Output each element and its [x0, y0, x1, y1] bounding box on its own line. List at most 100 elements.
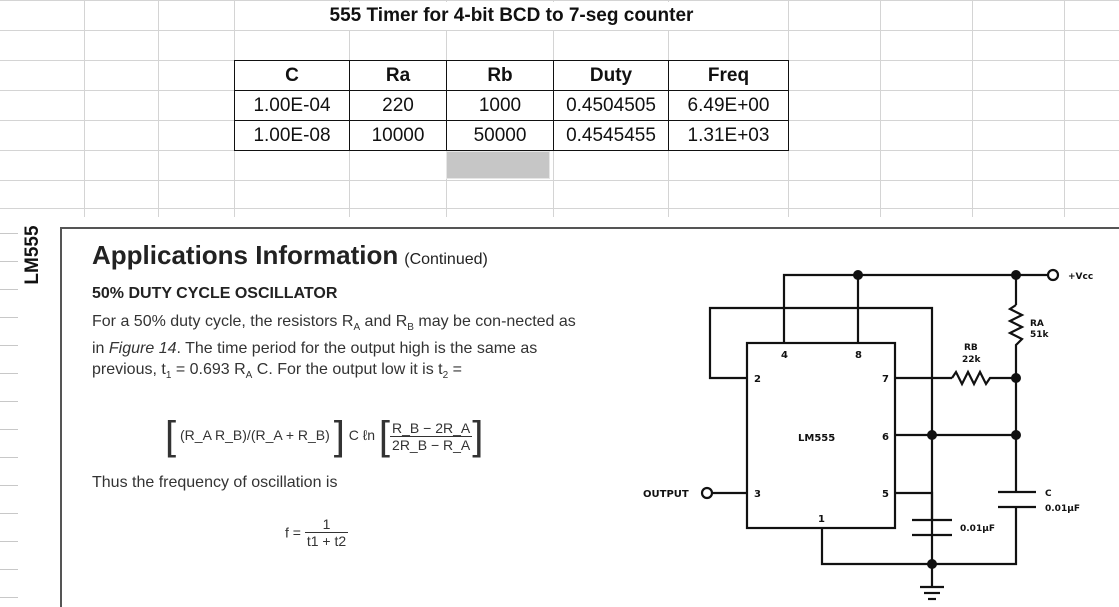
- junction-dot: [927, 559, 937, 569]
- sheet-title[interactable]: 555 Timer for 4-bit BCD to 7-seg counter: [235, 2, 788, 30]
- bracket: [: [378, 414, 391, 458]
- numerator: 1: [304, 516, 349, 533]
- ctrl-cap-value: 0.01μF: [960, 524, 995, 534]
- header-cell-rb[interactable]: Rb: [446, 60, 554, 91]
- table-row: 1.00E-08 10000 50000 0.4545455 1.31E+03: [234, 120, 789, 151]
- text: = 0.693 R: [171, 361, 246, 379]
- ground-wire: [820, 528, 934, 587]
- bracket: [: [165, 414, 177, 458]
- eq-left: (R_A R_B)/(R_A + R_B): [180, 427, 330, 444]
- margin-tick: [0, 261, 18, 262]
- rb-resistor: [951, 369, 1016, 387]
- grid-line: [0, 208, 1119, 209]
- margin-tick: [0, 569, 18, 570]
- pin-7-label: 7: [882, 374, 889, 385]
- margin-tick: [0, 429, 18, 430]
- pin-2-label: 2: [754, 374, 761, 385]
- text: and R: [360, 313, 408, 330]
- vcc-terminal-icon: [1046, 268, 1060, 282]
- text: For a 50% duty cycle, the resistors R: [92, 313, 354, 330]
- margin-tick: [0, 401, 18, 402]
- timer-table: C Ra Rb Duty Freq 1.00E-04 220 1000 0.45…: [234, 60, 789, 151]
- junction-dot: [1011, 373, 1021, 383]
- margin-tick: [0, 513, 18, 514]
- ra-resistor: [1007, 304, 1025, 492]
- grid-line: [158, 0, 159, 217]
- rb-label: RB: [964, 343, 978, 353]
- cell[interactable]: 1000: [446, 90, 554, 121]
- cell[interactable]: 10000: [349, 120, 447, 151]
- header-cell-ra[interactable]: Ra: [349, 60, 447, 91]
- junction-dot: [853, 270, 863, 280]
- subheading: 50% DUTY CYCLE OSCILLATOR: [92, 285, 338, 302]
- figure-ref: Figure 14: [108, 340, 177, 358]
- vcc-label: +Vcc: [1068, 272, 1093, 282]
- text: may be con-nected as in: [92, 313, 576, 358]
- grid-line: [0, 30, 1119, 31]
- subscript: A: [353, 322, 361, 334]
- pin-1-label: 1: [818, 514, 825, 525]
- pin5-wire: [895, 491, 934, 520]
- cap-c-label: C: [1045, 489, 1052, 499]
- spacer: [733, 350, 745, 351]
- cell[interactable]: 0.4545455: [553, 120, 669, 151]
- junction-dot: [927, 430, 937, 440]
- denominator: 2R_B − R_A: [392, 437, 471, 453]
- subscript: 2: [442, 370, 449, 382]
- grid-line: [84, 0, 85, 217]
- margin-tick: [0, 541, 18, 542]
- cell[interactable]: 1.31E+03: [668, 120, 789, 151]
- subscript: A: [245, 370, 253, 382]
- margin-tick: [0, 345, 18, 346]
- t2-equation: [ (R_A R_B)/(R_A + R_B) ] C ℓn [R_B − 2R…: [165, 414, 483, 459]
- margin-tick: [0, 597, 18, 598]
- cap-c-value: 0.01μF: [1045, 504, 1080, 514]
- grid-line: [1064, 0, 1065, 217]
- subscript: 1: [165, 370, 172, 382]
- description-paragraph: For a 50% duty cycle, the resistors RA a…: [92, 311, 592, 386]
- output-terminal-icon: [700, 486, 714, 500]
- cell[interactable]: 6.49E+00: [668, 90, 789, 121]
- frequency-intro: Thus the frequency of oscillation is: [92, 474, 338, 491]
- bracket: ]: [333, 414, 345, 458]
- grid-line: [0, 180, 1119, 181]
- junction-dot: [1011, 270, 1021, 280]
- margin-tick: [0, 373, 18, 374]
- bracket: ]: [472, 414, 484, 458]
- junction-dot: [1011, 430, 1021, 440]
- pin-3-label: 3: [754, 489, 761, 500]
- grid-line: [880, 0, 881, 217]
- margin-tick: [0, 457, 18, 458]
- selected-cell[interactable]: [446, 151, 550, 179]
- margin-tick: [0, 289, 18, 290]
- eq-mid: C ℓn: [348, 427, 376, 444]
- section-heading: Applications Information (Continued): [92, 240, 488, 271]
- text: C. For the output low it is t: [252, 361, 443, 379]
- cell[interactable]: 0.4504505: [553, 90, 669, 121]
- pin-8-label: 8: [855, 350, 862, 361]
- datasheet-frame: [60, 227, 1119, 607]
- margin-tick: [0, 233, 18, 234]
- pin-4-label: 4: [781, 350, 788, 361]
- text: . The time period for the output high is…: [92, 340, 538, 379]
- ra-label: RA: [1030, 319, 1044, 329]
- heading-text: Applications Information: [92, 240, 399, 270]
- grid-line: [972, 0, 973, 217]
- vcc-rail-wire: [782, 273, 1048, 343]
- cell[interactable]: 50000: [446, 120, 554, 151]
- grid-line: [0, 0, 1119, 1]
- heading-suffix: (Continued): [404, 251, 488, 268]
- margin-tick: [0, 317, 18, 318]
- ra-value: 51k: [1030, 330, 1050, 340]
- trigger-threshold-wire: [708, 306, 934, 564]
- text: =: [448, 361, 462, 379]
- chip-label: LM555: [798, 433, 835, 444]
- header-cell-duty[interactable]: Duty: [553, 60, 669, 91]
- subscript: B: [407, 322, 414, 334]
- eq-lhs: f =: [285, 524, 301, 541]
- output-label: OUTPUT: [643, 489, 689, 500]
